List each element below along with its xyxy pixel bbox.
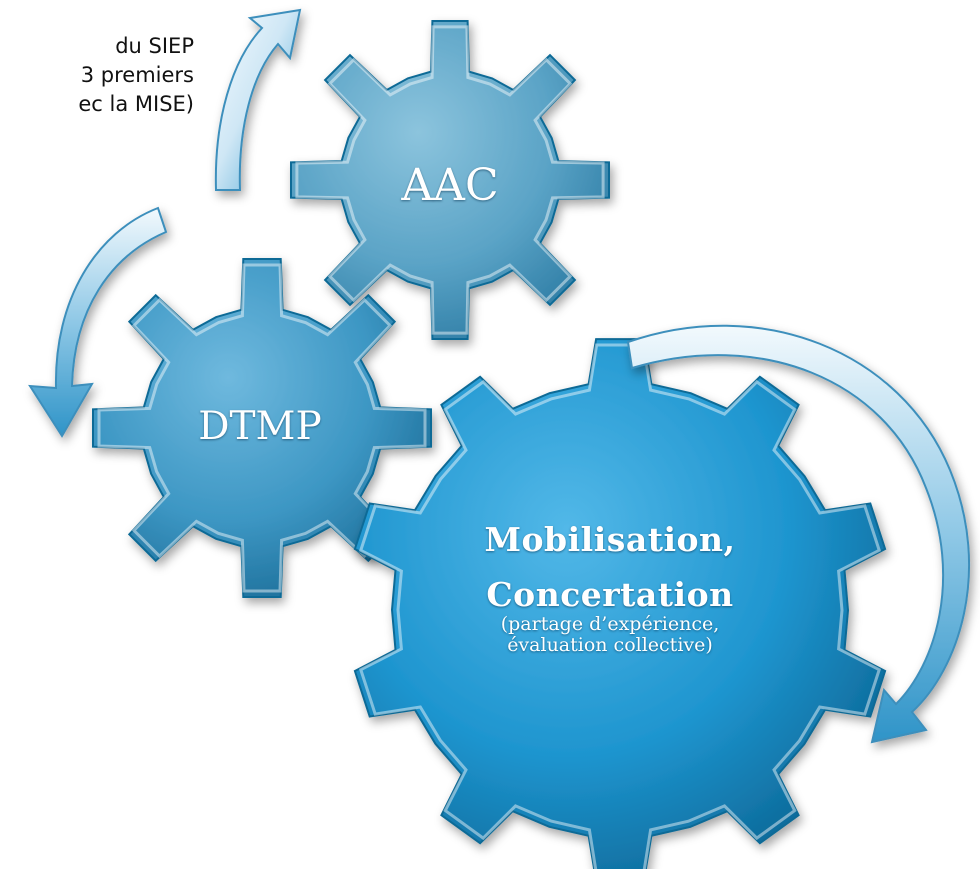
gear-mobilisation <box>353 338 887 869</box>
arrow-down-left <box>28 206 168 438</box>
arrow-up-right <box>214 8 302 191</box>
concertation-title: Concertation <box>486 575 734 614</box>
gear-label-mobilisation: Mobilisation, Concertation (partage d’ex… <box>440 520 780 656</box>
gear-label-aac: AAC <box>401 160 499 211</box>
gear-dtmp <box>92 258 432 598</box>
mobilisation-subtitle-1: (partage d’expérience, <box>500 613 720 635</box>
note-line-1: du SIEP <box>115 34 194 58</box>
gear-aac <box>290 20 610 340</box>
note-line-2: 3 premiers <box>80 63 194 87</box>
mobilisation-subtitle-2: évaluation collective) <box>507 634 713 656</box>
gear-label-dtmp: DTMP <box>198 404 322 449</box>
arrow-arc-right <box>626 324 970 744</box>
mobilisation-title: Mobilisation, <box>484 520 736 559</box>
note-line-3: ec la MISE) <box>78 92 194 116</box>
note-text: du SIEP 3 premiers ec la MISE) <box>0 32 194 119</box>
